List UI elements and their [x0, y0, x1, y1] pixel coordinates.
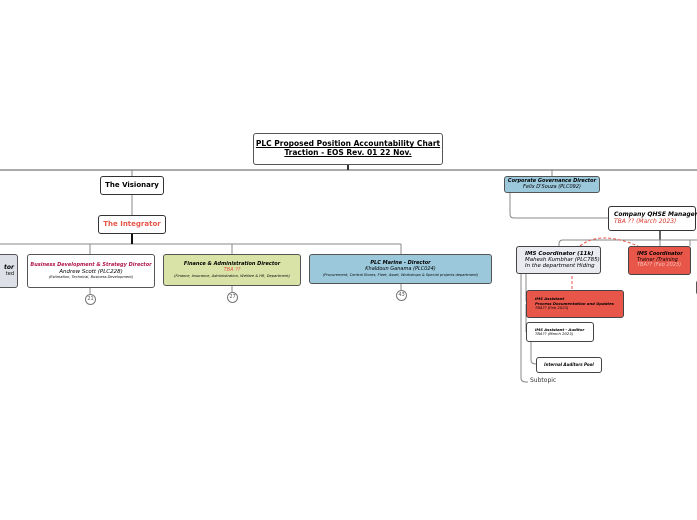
- bd-director-node[interactable]: Business Development & Strategy Director…: [27, 254, 155, 288]
- ims-assistant-auditor-node[interactable]: IMS Assistant - Auditor TBA?? (March 202…: [526, 322, 594, 342]
- ims-coordinator-trainer-node[interactable]: IMS Coordinator Trainer /Training TBA?? …: [628, 246, 691, 275]
- marine-count-badge[interactable]: 43: [396, 290, 407, 301]
- ims-red-role: Trainer /Training: [637, 256, 678, 263]
- qhse-title: Company QHSE Manager: [614, 210, 697, 218]
- ims-aud-name: TBA?? (March 2023): [535, 331, 574, 336]
- ims-aud-title: IMS Assistant - Auditor: [535, 326, 585, 332]
- ims11k-name: Mahesh Kumbhar (PLC785): [525, 256, 600, 263]
- visionary-label: The Visionary: [105, 181, 159, 190]
- integrator-label: The Integrator: [103, 220, 161, 229]
- finance-dept: (Finance, Insurance, Administration, Wel…: [174, 273, 290, 278]
- subtopic-node[interactable]: Subtopic: [530, 377, 557, 384]
- internal-auditors-pool-node[interactable]: Internal Auditors Pool: [536, 357, 602, 373]
- marine-title: PLC Marine - Director: [370, 260, 431, 267]
- marine-dept: (Procurement, Central Stores, Fleet, Ass…: [322, 272, 479, 277]
- chart-title-node[interactable]: PLC Proposed Position Accountability Cha…: [253, 133, 443, 165]
- corp-gov-name: Felix D'Souza (PLC092): [523, 183, 581, 190]
- ims-asst-name: TBA?? (Feb 2023): [535, 305, 569, 311]
- marine-name: Khaldoun Ganama (PLC024): [365, 265, 436, 272]
- bd-name: Andrew Scott (PLC228): [59, 268, 123, 275]
- ims-asst-title: IMS Assistant: [535, 296, 565, 302]
- ims11k-title: IMS Coordinator (11k): [525, 250, 594, 257]
- corp-gov-node[interactable]: Corporate Governance Director Felix D'So…: [504, 176, 600, 193]
- title-line1: PLC Proposed Position Accountability Cha…: [255, 139, 441, 149]
- bd-dept: (Estimation, Technical, Business Develop…: [48, 274, 134, 279]
- left-cut-title: tor: [4, 263, 14, 271]
- integrator-node[interactable]: The Integrator: [98, 215, 166, 234]
- qhse-name: TBA ?? (March 2023): [614, 217, 677, 225]
- ims-red-title: IMS Coordinator: [637, 250, 683, 257]
- finance-title: Finance & Administration Director: [183, 261, 281, 268]
- left-cut-sub: ted: [5, 270, 14, 277]
- ims-assistant-node[interactable]: IMS Assistant Process Documentation and …: [526, 290, 624, 318]
- finance-count-badge[interactable]: 27: [227, 292, 238, 303]
- left-cut-node[interactable]: tor ted: [0, 254, 18, 288]
- finance-director-node[interactable]: Finance & Administration Director TBA ??…: [163, 254, 301, 286]
- ims-red-name: TBA?? (Feb 2023): [637, 262, 682, 269]
- bd-title: Business Development & Strategy Director: [30, 261, 152, 268]
- qhse-manager-node[interactable]: Company QHSE Manager TBA ?? (March 2023): [608, 206, 697, 231]
- title-line2: Traction - EOS Rev. 01 22 Nov.: [284, 148, 412, 157]
- ims11k-note: In the department Hiding: [525, 263, 595, 270]
- bd-count-badge[interactable]: 21: [85, 294, 96, 305]
- corp-gov-title: Corporate Governance Director: [507, 177, 597, 184]
- finance-name: TBA ??: [223, 266, 241, 273]
- pool-label: Internal Auditors Pool: [544, 361, 594, 367]
- ims-asst-role: Process Documentation and Updates: [535, 300, 614, 306]
- visionary-node[interactable]: The Visionary: [100, 176, 164, 195]
- ims-coordinator-11k-node[interactable]: IMS Coordinator (11k) Mahesh Kumbhar (PL…: [516, 246, 601, 274]
- marine-director-node[interactable]: PLC Marine - Director Khaldoun Ganama (P…: [309, 254, 492, 284]
